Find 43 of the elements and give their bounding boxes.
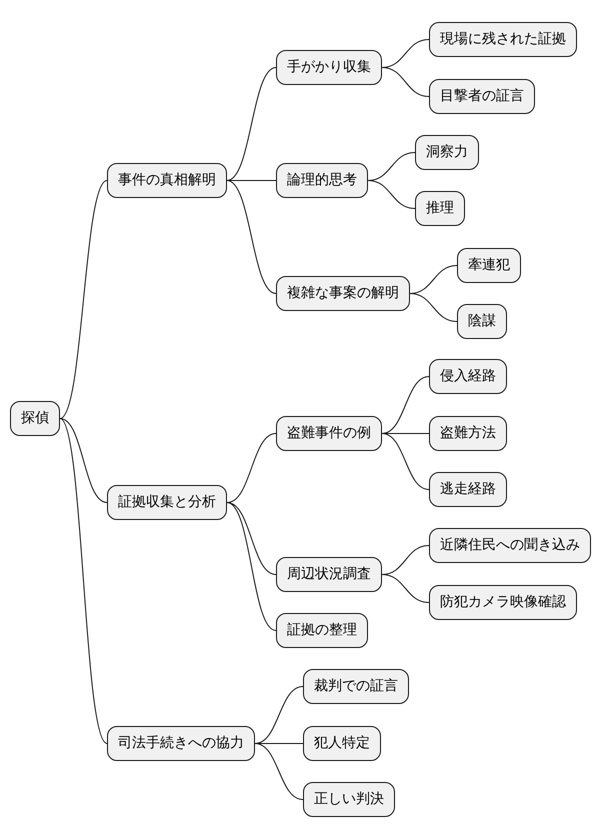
topic-box: 証拠の整理 [276,612,368,648]
connector-line [226,502,276,575]
topic-box: 証拠収集と分析 [107,484,227,520]
topic-box: 周辺状況調査 [276,556,382,592]
connector-line [226,180,276,294]
connector-line [226,180,276,181]
topic-box: 近隣住民への聞き込み [429,528,591,562]
topic-box: 正しい判決 [303,782,395,816]
topic-box: 手がかり収集 [276,50,382,84]
connector-line [254,743,304,744]
connector-line [60,180,108,419]
connector-line [382,433,430,434]
connector-line [226,433,276,503]
connector-line [226,67,276,181]
topic-box: 論理的思考 [276,162,368,198]
topic-box: 陰謀 [457,304,507,338]
topic-box: 事件の真相解明 [107,162,227,198]
connector-line [60,418,108,744]
topic-box: 牽連犯 [457,248,521,282]
connector-line [368,180,416,209]
connector-line [254,686,304,744]
connector-line [382,376,430,434]
topic-box: 目撃者の証言 [429,78,535,114]
topic-box: 逃走経路 [429,472,507,506]
topic-box: 司法手続きへの協力 [107,726,255,760]
topic-box: 複雑な事案の解明 [276,276,410,310]
topic-box: 推理 [415,190,465,226]
topic-box: 探偵 [10,400,60,436]
connector-line [382,433,430,490]
connector-line [410,293,458,322]
connector-line [226,502,276,631]
topic-box: 盗難方法 [429,416,507,450]
topic-box: 洞察力 [415,134,479,170]
connector-line [382,574,430,603]
topic-box: 防犯カメラ映像確認 [429,584,577,620]
topic-box: 犯人特定 [303,726,381,760]
topic-box: 現場に残された証拠 [429,22,577,56]
connector-line [254,743,304,800]
topic-box: 盗難事件の例 [276,416,382,450]
connector-line [382,67,430,97]
topic-box: 侵入経路 [429,358,507,394]
connector-line [60,418,108,503]
topic-box: 裁判での証言 [303,668,409,704]
